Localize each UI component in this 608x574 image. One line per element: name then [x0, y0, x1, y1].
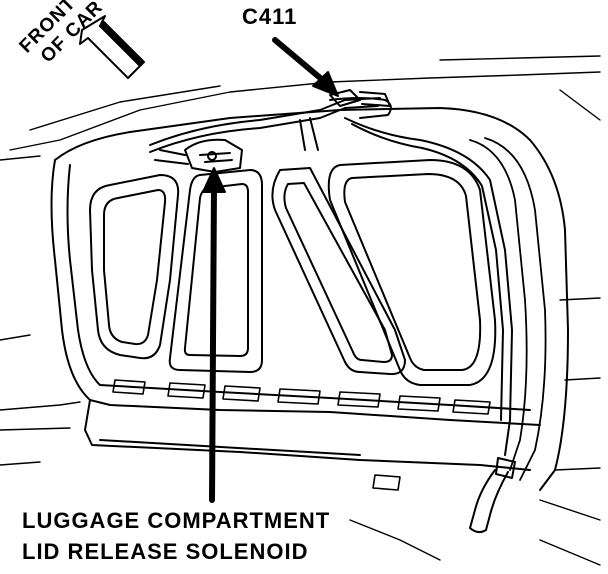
grommet-hose [469, 457, 516, 534]
lid-right-rail [469, 137, 547, 481]
lid-outer-frame [50, 107, 569, 491]
solenoid-assembly [154, 138, 243, 173]
solenoid-label: LUGGAGE COMPARTMENT LID RELEASE SOLENOID [22, 505, 330, 567]
lid-lower-slots [112, 379, 491, 491]
lid-window-right-diag [271, 167, 406, 376]
solenoid-label-line2: LID RELEASE SOLENOID [22, 539, 309, 564]
lid-window-right [327, 159, 497, 386]
solenoid-leader-arrow [202, 167, 226, 503]
solenoid-label-line1: LUGGAGE COMPARTMENT [22, 508, 331, 533]
c411-pointer-arrow [272, 37, 339, 97]
car-body-lines [0, 55, 601, 566]
c411-label: C411 [242, 4, 298, 29]
lid-window-left [89, 174, 180, 360]
c411-connector [329, 89, 391, 107]
wiring-harness [149, 97, 513, 456]
lid-window-center [168, 169, 263, 373]
front-direction-arrow [79, 15, 145, 79]
